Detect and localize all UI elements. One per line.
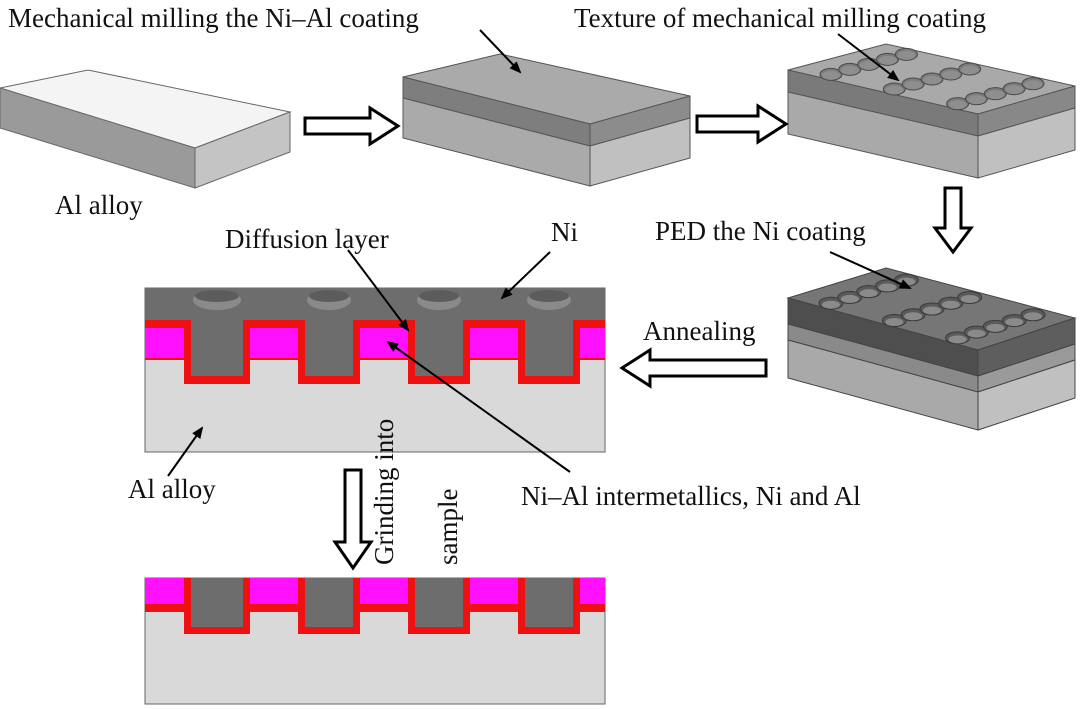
texture-hole-floor (941, 70, 960, 80)
texture-hole-fill (923, 306, 941, 315)
texture-hole-fill (941, 300, 960, 309)
process-arrow-down (932, 186, 974, 255)
texture-hole-fill (986, 323, 1005, 332)
intermetallic-region (250, 578, 298, 604)
texture-hole-fill (878, 283, 897, 292)
texture-hole-fill (1024, 312, 1043, 321)
leader-ni (500, 251, 551, 300)
intermetallic-region (470, 328, 518, 358)
texture-hole-floor (840, 65, 859, 75)
texture-hole-fill (960, 294, 979, 303)
intermetallic-region (580, 328, 605, 358)
texture-hole-fill (1005, 318, 1024, 327)
intermetallic-region (145, 578, 184, 604)
textured-milling-block (787, 43, 1076, 179)
process-arrow-left (619, 347, 768, 389)
label-al-alloy-section: Al alloy (128, 474, 216, 504)
texture-hole-floor (897, 50, 916, 60)
texture-hole-fill (904, 312, 923, 321)
texture-hole-floor (1005, 85, 1024, 95)
texture-hole-floor (967, 95, 986, 105)
process-arrow-down-grinding (332, 468, 374, 571)
label-annealing: Annealing (643, 316, 755, 346)
texture-hole-fill (885, 318, 904, 327)
label-grinding-into: Grinding into (369, 419, 399, 565)
label-milling-ni-al: Mechanical milling the Ni–Al coating (8, 3, 419, 33)
texture-hole-fill (967, 329, 986, 338)
label-texture-milling: Texture of mechanical milling coating (574, 3, 986, 33)
intermetallic-region (250, 328, 298, 358)
leader-intermetallics (386, 340, 571, 473)
ni-pillar (191, 578, 243, 627)
texture-hole-floor (1024, 80, 1043, 90)
texture-hole-fill (821, 300, 840, 309)
ni-pillar (525, 578, 573, 627)
ni-cup-shadow (529, 290, 569, 302)
texture-hole-floor (923, 75, 941, 85)
al-alloy-block (0, 69, 292, 189)
process-arrow-right-2 (695, 103, 789, 145)
label-sample: sample (433, 489, 463, 565)
intermetallic-region (470, 578, 518, 604)
texture-hole-floor (859, 60, 878, 70)
leader-diffusion (347, 249, 410, 332)
texture-hole-fill (840, 294, 859, 303)
texture-holes (819, 47, 1045, 111)
texture-hole-floor (885, 85, 904, 95)
texture-hole-fill (859, 289, 878, 298)
label-ped-ni: PED the Ni coating (655, 216, 866, 246)
ni-al-coated-block (402, 53, 691, 187)
texture-hole-fill (948, 335, 967, 344)
ni-cup-shadow (419, 290, 459, 302)
intermetallic-region (580, 578, 605, 604)
texture-hole-floor (904, 80, 923, 90)
ni-pillar (305, 578, 353, 627)
ni-filled-holes (818, 273, 1046, 345)
intermetallic-region (145, 328, 184, 358)
texture-hole-floor (878, 55, 897, 65)
leader-ped (829, 251, 912, 289)
texture-hole-floor (948, 100, 967, 110)
intermetallic-region (360, 328, 408, 358)
label-al-alloy-top: Al alloy (55, 190, 143, 220)
leader-al-alloy (167, 426, 204, 477)
leader-texture (837, 33, 900, 82)
texture-hole-floor (986, 90, 1005, 100)
leader-milling (479, 29, 522, 74)
label-diffusion-layer: Diffusion layer (225, 224, 389, 254)
label-intermetallics: Ni–Al intermetallics, Ni and Al (521, 481, 861, 511)
ground-sample-cross-section (144, 577, 606, 705)
texture-hole-floor (960, 65, 979, 75)
intermetallic-region (360, 578, 408, 604)
ni-cup-shadow (195, 290, 239, 302)
ni-cup-shadow (309, 290, 349, 302)
ped-ni-coated-block (786, 267, 1077, 431)
label-ni: Ni (551, 217, 578, 247)
ni-pillar (415, 578, 463, 627)
texture-hole-floor (821, 70, 840, 80)
process-arrow-right-1 (303, 105, 401, 147)
annealed-cross-section (144, 287, 606, 453)
